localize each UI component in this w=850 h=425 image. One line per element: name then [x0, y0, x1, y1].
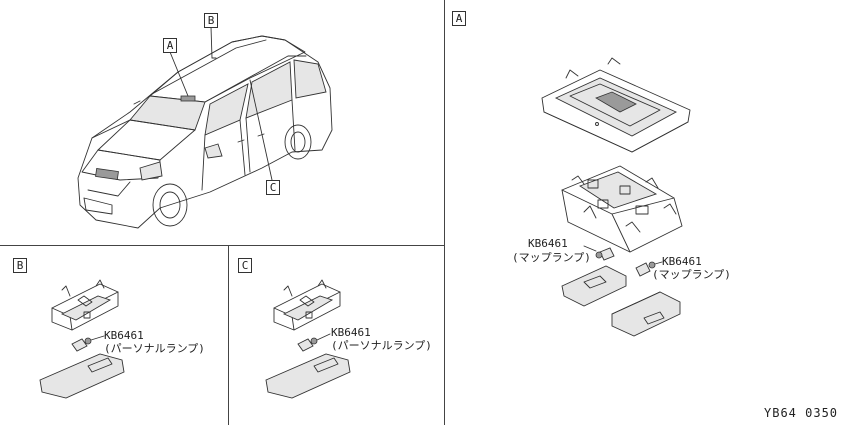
part-b-desc: (パーソナルランプ) [104, 342, 205, 355]
callout-c-panel: C [238, 258, 252, 273]
part-c-code: KB6461 [331, 326, 371, 339]
part-a1-desc: (マップランプ) [512, 251, 591, 264]
callout-b-vehicle: B [204, 13, 218, 28]
callout-c-vehicle: C [266, 180, 280, 195]
callout-a-panel: A [452, 11, 466, 26]
diagram-code: YB64 0350 [764, 406, 839, 420]
personal-lamp-c-drawing [265, 279, 351, 399]
personal-lamp-b-drawing [39, 279, 125, 399]
minivan-illustration [77, 26, 333, 229]
divider-horizontal-left [0, 245, 444, 246]
divider-vertical-bottom [228, 245, 229, 425]
callout-a-vehicle: A [163, 38, 177, 53]
divider-vertical-main [444, 0, 445, 425]
part-b-code: KB6461 [104, 329, 144, 342]
part-a1-code: KB6461 [528, 237, 568, 250]
part-a2-desc: (マップランプ) [652, 268, 731, 281]
callout-b-panel: B [13, 258, 27, 273]
map-lamp-a-drawing [541, 57, 691, 337]
part-a2-code: KB6461 [662, 255, 702, 268]
part-c-desc: (パーソナルランプ) [331, 339, 432, 352]
